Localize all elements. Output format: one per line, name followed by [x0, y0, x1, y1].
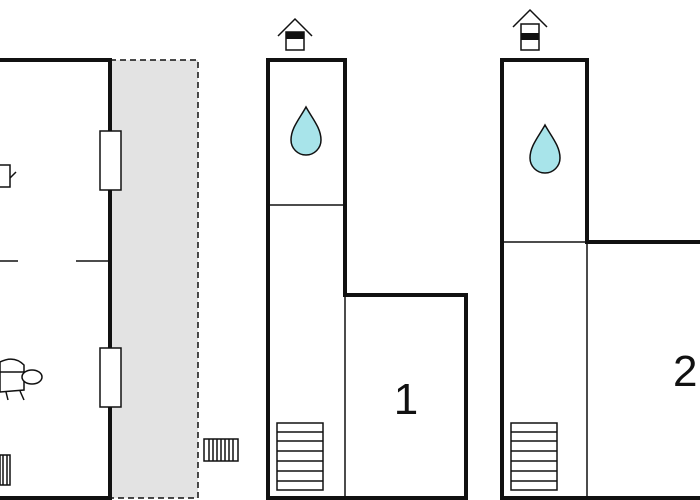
room-number-1: 1 — [394, 375, 418, 424]
stairs-icon — [276, 422, 324, 491]
sofa-icon — [0, 358, 43, 401]
unit-1-walls — [266, 58, 468, 500]
chimney-icon — [277, 17, 313, 51]
window-icon — [99, 347, 122, 408]
unit-2-walls — [500, 58, 700, 500]
radiator-icon — [0, 454, 11, 486]
water-drop-icon — [290, 105, 322, 156]
water-drop-icon — [529, 123, 561, 174]
chimney-icon — [512, 8, 548, 51]
left-section-walls — [0, 58, 112, 500]
lamp-icon — [0, 164, 17, 188]
stairs-icon — [510, 422, 558, 491]
terrace-area — [109, 59, 199, 499]
window-icon — [99, 130, 122, 191]
room-number-2: 2 — [673, 347, 697, 396]
radiator-icon — [203, 438, 239, 462]
